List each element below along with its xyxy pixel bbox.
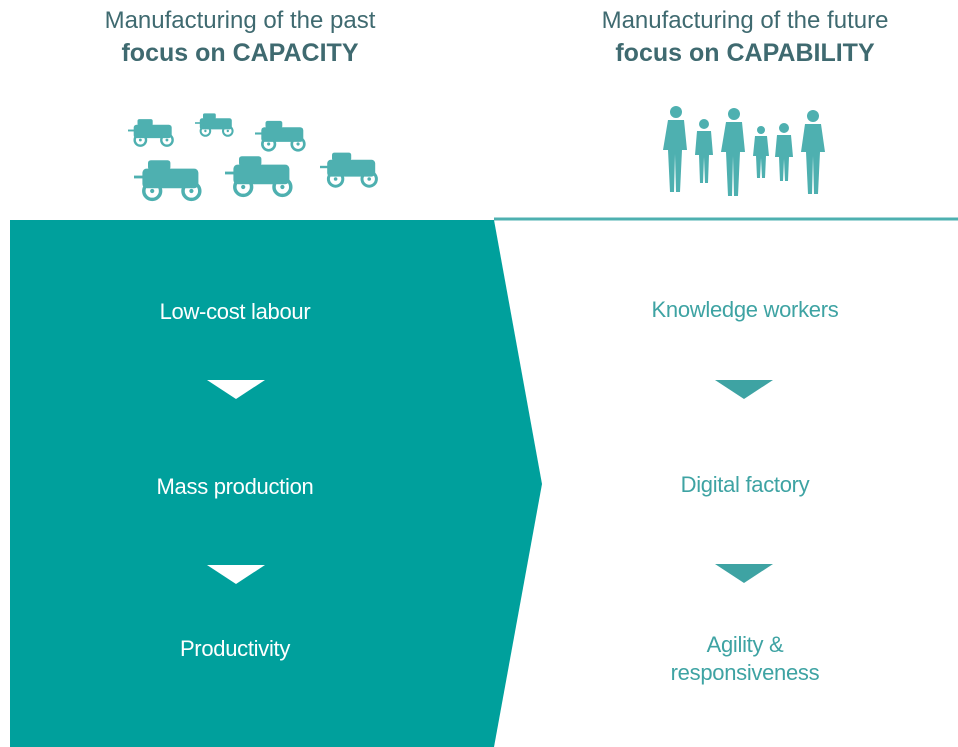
future-step-3: Agility & responsiveness: [610, 631, 880, 687]
future-title: Manufacturing of the future: [601, 7, 889, 34]
future-step-2: Digital factory: [680, 472, 810, 497]
past-subtitle: focus on CAPACITY: [121, 39, 359, 67]
future-step-1: Knowledge workers: [651, 297, 839, 322]
future-down-arrow-icon: [715, 380, 773, 399]
past-step-3: Productivity: [179, 636, 291, 661]
past-step-1: Low-cost labour: [159, 299, 311, 324]
future-step-3-line2: responsiveness: [670, 660, 820, 685]
future-down-arrow-icon: [715, 564, 773, 583]
past-step-2: Mass production: [156, 474, 314, 499]
diagram-background: [10, 217, 958, 747]
people-silhouettes-icon: [663, 106, 825, 196]
future-heading: Manufacturing of the future focus on CAP…: [545, 4, 945, 70]
past-down-arrow-icon: [207, 380, 265, 399]
past-down-arrow-icon: [207, 565, 265, 584]
vintage-cars-icon: [126, 112, 378, 202]
past-heading: Manufacturing of the past focus on CAPAC…: [40, 4, 440, 70]
past-panel: [10, 220, 542, 747]
past-title: Manufacturing of the past: [104, 7, 376, 34]
future-subtitle: focus on CAPABILITY: [615, 39, 875, 67]
future-step-3-line1: Agility &: [706, 632, 784, 657]
comparison-diagram: Low-cost labour Mass production Producti…: [0, 216, 958, 747]
